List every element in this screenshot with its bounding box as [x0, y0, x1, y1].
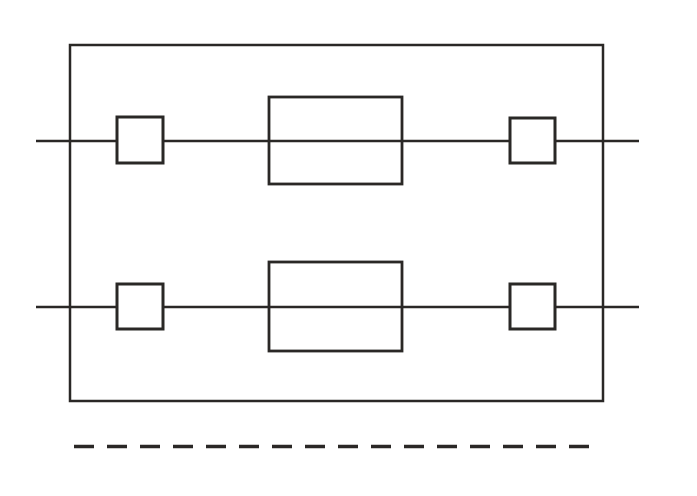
outer-enclosure-box: [68, 43, 605, 403]
bottom-left-small-component-box: [115, 282, 165, 331]
top-large-component-box: [267, 95, 404, 186]
top-right-small-component-box: [508, 116, 557, 165]
top-left-small-component-box: [115, 115, 165, 165]
bottom-large-component-box: [267, 260, 404, 353]
bottom-right-small-component-box: [508, 282, 557, 331]
